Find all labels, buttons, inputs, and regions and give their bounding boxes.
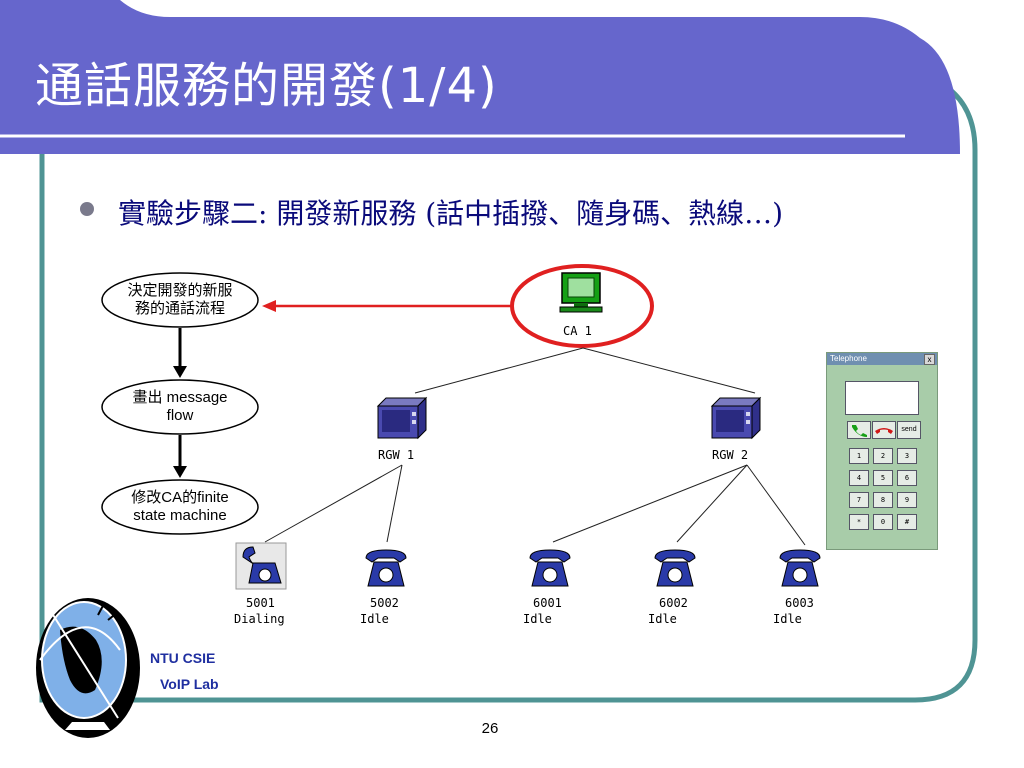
- key-7[interactable]: 7: [849, 492, 869, 508]
- bullet-text: 實驗步驟二: 開發新服務 (話中插撥、隨身碼、熱線…): [118, 197, 784, 230]
- flow-step-3-ellipse: [101, 479, 259, 535]
- phone-hangup-icon: [875, 428, 893, 434]
- gateway-1-label: RGW 1: [378, 448, 415, 462]
- key-2[interactable]: 2: [873, 448, 893, 464]
- answer-button[interactable]: [847, 421, 871, 439]
- phone-5-number: 6003: [785, 596, 814, 610]
- flow-step-2-ellipse: [101, 379, 259, 435]
- flow-step-3-line1: 修改CA的finite: [131, 489, 229, 506]
- phone-answer-icon: [852, 425, 867, 437]
- router-icon: [710, 396, 762, 440]
- phone-1-number: 5001: [246, 596, 275, 610]
- phone-4-number: 6002: [659, 596, 688, 610]
- key-5[interactable]: 5: [873, 470, 893, 486]
- phone-3-number: 6001: [533, 596, 562, 610]
- telephone-window: Telephone x send 1 2 3 4 5 6 7 8 9 * 0 #: [826, 352, 938, 550]
- close-button[interactable]: x: [924, 354, 935, 365]
- key-6[interactable]: 6: [897, 470, 917, 486]
- flow-step-2-line1: 畫出 message: [132, 389, 228, 406]
- telephone-icon: [779, 549, 821, 587]
- flow-step-2: 畫出 message flow: [106, 389, 254, 425]
- title-band: [0, 0, 960, 154]
- key-9[interactable]: 9: [897, 492, 917, 508]
- computer-icon: [559, 272, 603, 313]
- page-title: 通話服務的開發(1/4): [35, 58, 498, 114]
- flow-step-1-ellipse: [101, 272, 259, 328]
- content-frame: [39, 77, 978, 703]
- network-links: [264, 347, 806, 546]
- telephone-icon: [365, 549, 407, 587]
- highlight-arrow-head: [262, 300, 276, 312]
- flow-step-1: 決定開發的新服 務的通話流程: [106, 282, 254, 318]
- bullet-icon: [80, 202, 94, 216]
- telephone-icon: [529, 549, 571, 587]
- flow-step-1-line2: 務的通話流程: [134, 300, 225, 317]
- flow-step-2-line2: flow: [166, 407, 194, 424]
- hangup-button[interactable]: [872, 421, 896, 439]
- key-0[interactable]: 0: [873, 514, 893, 530]
- phone-1-status: Dialing: [234, 612, 285, 626]
- phone-2-number: 5002: [370, 596, 399, 610]
- send-button[interactable]: send: [897, 421, 921, 439]
- key-star[interactable]: *: [849, 514, 869, 530]
- gateway-2-label: RGW 2: [712, 448, 749, 462]
- ca-label: CA 1: [563, 324, 592, 338]
- phone-4-status: Idle: [648, 612, 677, 626]
- globe-logo-icon: [36, 598, 140, 738]
- logo-line-2: VoIP Lab: [160, 676, 219, 692]
- telephone-window-title: Telephone: [830, 354, 867, 363]
- page-number: 26: [481, 720, 499, 737]
- telephone-window-titlebar: Telephone x: [827, 353, 937, 365]
- phone-3-status: Idle: [523, 612, 552, 626]
- flow-arrow-1: [173, 366, 187, 378]
- key-hash[interactable]: #: [897, 514, 917, 530]
- key-4[interactable]: 4: [849, 470, 869, 486]
- telephone-display: [845, 381, 919, 415]
- telephone-icon: [654, 549, 696, 587]
- flow-step-3-line2: state machine: [133, 507, 227, 524]
- key-3[interactable]: 3: [897, 448, 917, 464]
- logo-line-1: NTU CSIE: [150, 650, 216, 666]
- key-1[interactable]: 1: [849, 448, 869, 464]
- router-icon: [376, 396, 428, 440]
- flow-arrow-2: [173, 466, 187, 478]
- telephone-offhook-icon: [242, 546, 282, 584]
- phone-2-status: Idle: [360, 612, 389, 626]
- ca-highlight-circle: [510, 264, 654, 348]
- flow-step-3: 修改CA的finite state machine: [106, 489, 254, 525]
- phone-5-status: Idle: [773, 612, 802, 626]
- flow-step-1-line1: 決定開發的新服: [127, 282, 233, 299]
- key-8[interactable]: 8: [873, 492, 893, 508]
